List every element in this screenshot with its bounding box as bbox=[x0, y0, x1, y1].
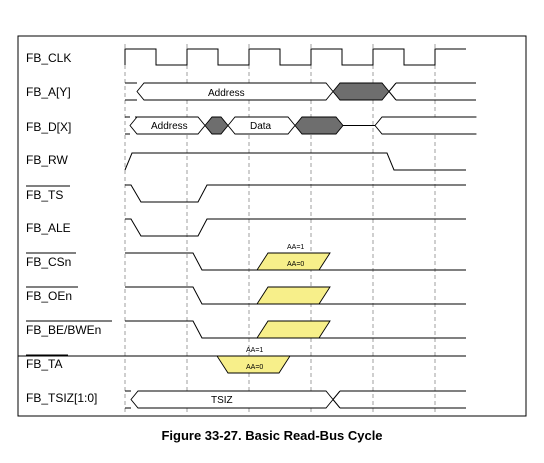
ta-waveform bbox=[18, 355, 466, 374]
signal-label-addr: FB_A[Y] bbox=[26, 85, 71, 99]
address-d-label: Address bbox=[151, 121, 188, 132]
be-waveform bbox=[125, 320, 466, 339]
signal-label-ta: FB_TA bbox=[26, 357, 62, 371]
address-a-label: Address bbox=[208, 88, 245, 99]
clk-waveform bbox=[124, 48, 466, 66]
signal-label-cs: FB_CSn bbox=[26, 255, 71, 269]
signal-label-ts: FB_TS bbox=[26, 188, 63, 202]
be-negate-window bbox=[256, 320, 331, 339]
signal-label-data: FB_D[X] bbox=[26, 120, 71, 134]
cs-aa1-label: AA=1 bbox=[287, 244, 304, 251]
oe-line bbox=[125, 286, 260, 305]
figure-caption: Figure 33-27. Basic Read-Bus Cycle bbox=[161, 428, 382, 443]
cs-aa0-label: AA=0 bbox=[287, 261, 304, 268]
bus-segment bbox=[374, 116, 477, 135]
bus-line bbox=[388, 91, 397, 101]
cs-negate-window bbox=[256, 252, 331, 271]
bus-line bbox=[332, 390, 341, 400]
tsiz-label: TSIZ bbox=[211, 395, 233, 406]
be-line bbox=[125, 320, 260, 339]
active-low-overbars bbox=[26, 185, 112, 356]
rw-waveform bbox=[124, 152, 466, 171]
clock-edge-guides bbox=[124, 44, 436, 412]
tsiz-bus-waveform bbox=[125, 390, 466, 409]
cs-line bbox=[125, 252, 260, 271]
signal-label-ale: FB_ALE bbox=[26, 221, 71, 235]
ta-aa1-label: AA=1 bbox=[246, 347, 263, 354]
signal-label-rw: FB_RW bbox=[26, 153, 68, 167]
ale-waveform bbox=[125, 218, 466, 237]
oe-waveform bbox=[125, 286, 466, 305]
ta-assert-window bbox=[216, 355, 291, 374]
signal-label-oe: FB_OEn bbox=[26, 289, 72, 303]
invalid-segment bbox=[332, 82, 390, 101]
ta-aa0-label: AA=0 bbox=[246, 364, 263, 371]
cs-waveform bbox=[125, 252, 466, 271]
data-d-label: Data bbox=[250, 121, 272, 132]
oe-negate-window bbox=[256, 286, 331, 305]
signal-label-be: FB_BE/BWEn bbox=[26, 323, 101, 337]
bus-line bbox=[388, 82, 397, 92]
ts-waveform bbox=[125, 184, 466, 203]
signal-label-tsiz: FB_TSIZ[1:0] bbox=[26, 391, 97, 405]
address-segment bbox=[129, 116, 206, 135]
addr-bus-waveform bbox=[125, 82, 476, 101]
data-bus-waveform bbox=[125, 116, 477, 135]
bus-line bbox=[332, 399, 341, 409]
invalid-segment bbox=[294, 116, 344, 135]
signal-labels: FB_CLK FB_A[Y] FB_D[X] FB_RW FB_TS FB_AL… bbox=[26, 51, 101, 405]
signal-label-clk: FB_CLK bbox=[26, 51, 71, 65]
